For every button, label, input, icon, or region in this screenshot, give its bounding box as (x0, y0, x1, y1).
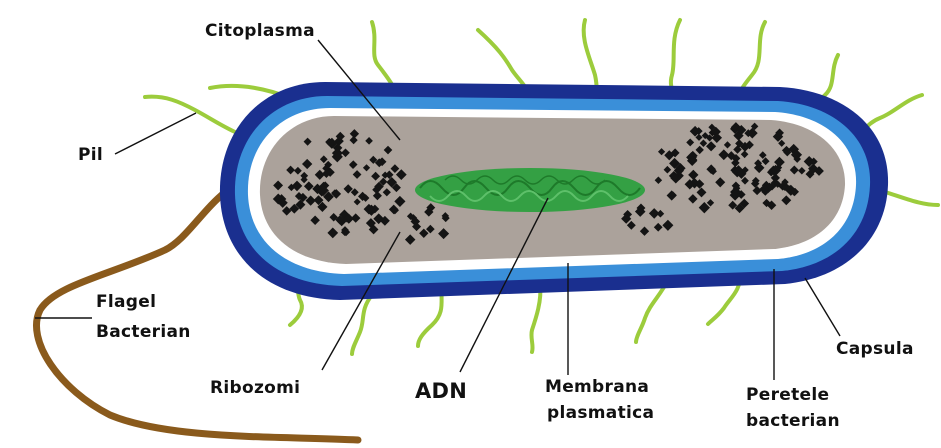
leader-pil (115, 113, 196, 154)
label-capsula: Capsula (836, 339, 914, 359)
label-flagel-line2: Bacterian (96, 322, 191, 342)
leader-capsula (805, 278, 840, 336)
label-peretele-line1: Peretele (746, 385, 829, 405)
pilus (352, 295, 372, 354)
label-adn: ADN (415, 379, 467, 403)
pilus (145, 97, 235, 132)
label-membrana-line1: Membrana (545, 377, 649, 397)
label-membrana-line2: plasmatica (547, 403, 654, 423)
dna-region (415, 168, 645, 212)
label-pil: Pil (78, 145, 103, 165)
label-flagel-line1: Flagel (96, 292, 156, 312)
label-peretele-line2: bacterian (746, 411, 840, 431)
pilus (636, 280, 668, 342)
label-citoplasma: Citoplasma (205, 21, 315, 41)
label-ribozomi: Ribozomi (210, 378, 300, 398)
pilus (531, 285, 540, 352)
dna-nucleoid (415, 168, 645, 212)
